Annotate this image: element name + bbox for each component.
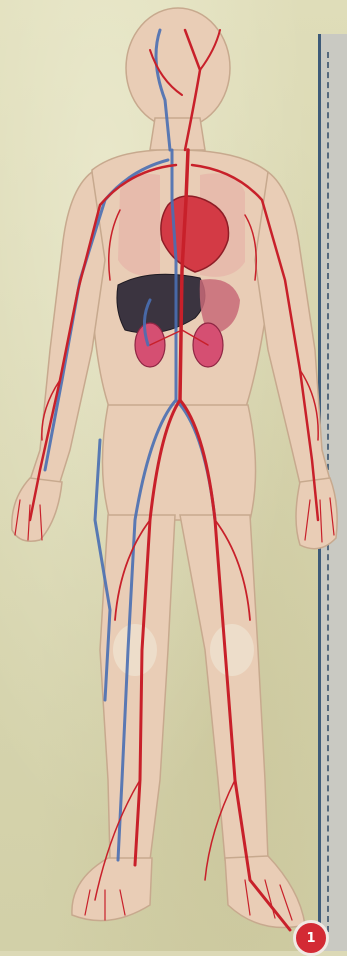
left-foot [72,858,152,921]
right-foot [225,856,305,928]
body-silhouette [12,8,337,928]
pelvis [102,405,255,520]
head [126,8,230,128]
right-leg [180,515,268,860]
neck [150,118,205,150]
knee-patches [113,624,254,676]
